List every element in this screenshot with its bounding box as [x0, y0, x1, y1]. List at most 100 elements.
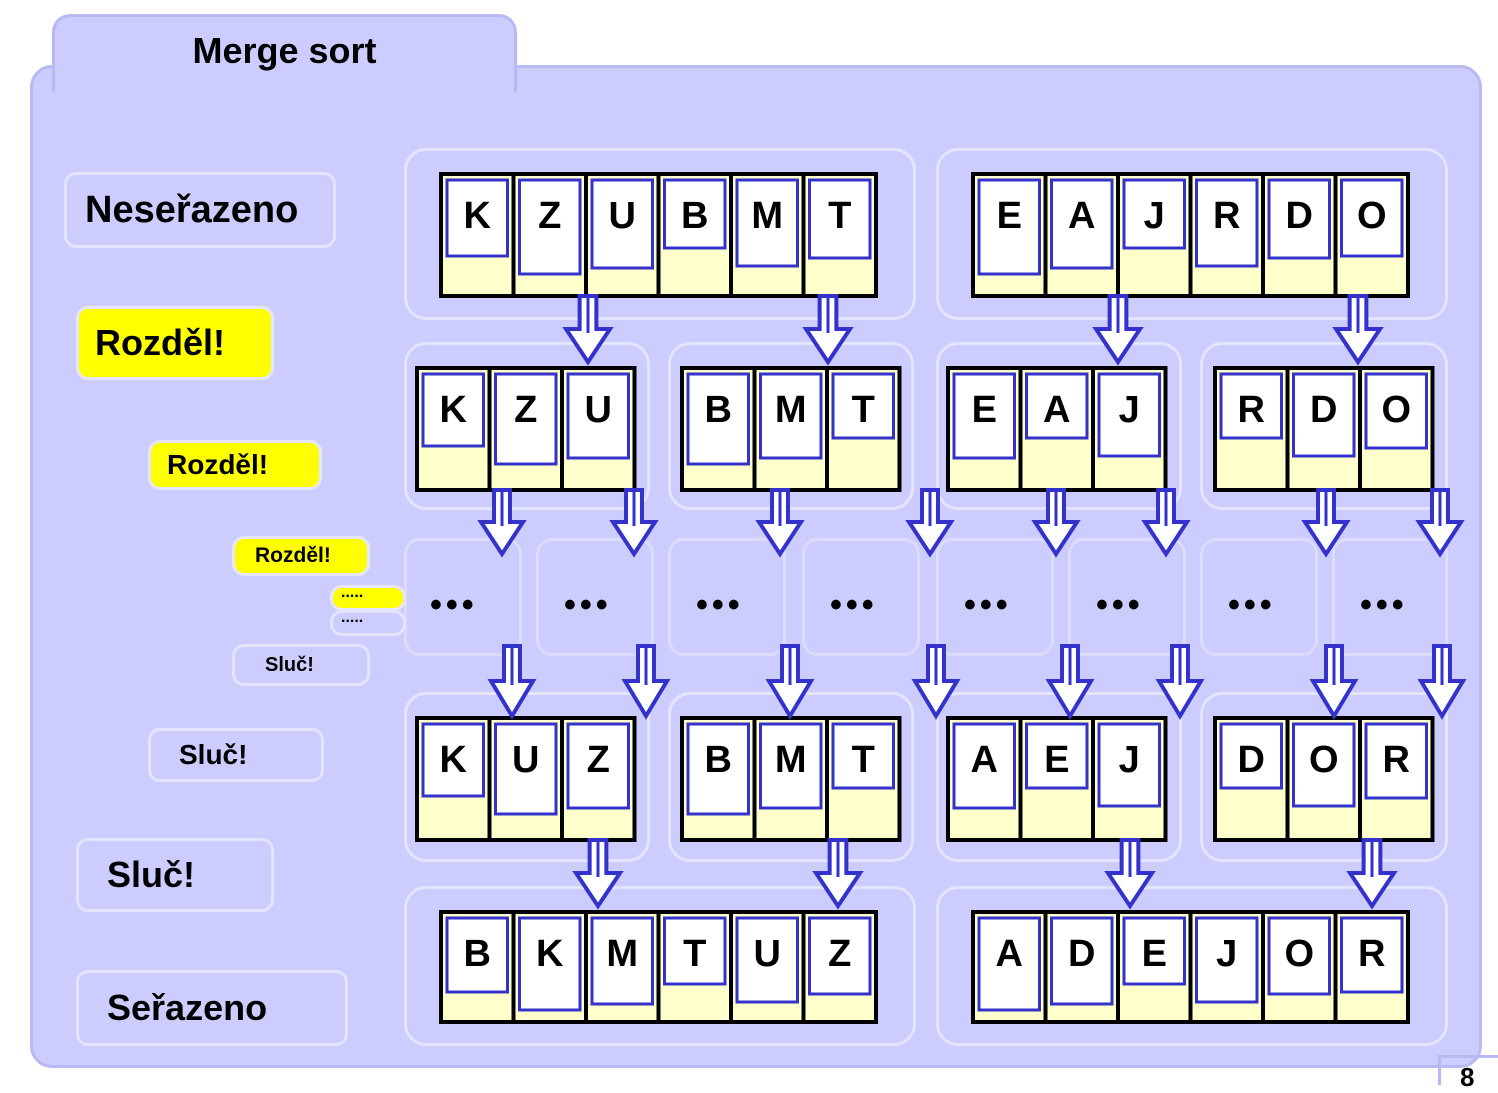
letter-J: J [1144, 195, 1165, 237]
letter-K: K [536, 933, 564, 975]
letter-M: M [775, 739, 807, 781]
letter-card [808, 178, 872, 260]
letter-R: R [1238, 389, 1265, 431]
letter-K: K [440, 389, 468, 431]
label-sorted: Seřazeno [76, 970, 348, 1046]
letter-T: T [683, 933, 706, 975]
label-split-1: Rozděl! [76, 306, 274, 380]
letter-card [1219, 722, 1283, 790]
letter-T: T [852, 389, 875, 431]
letter-B: B [705, 739, 732, 781]
ellipsis-item: ••• [1360, 586, 1408, 624]
ellipsis-item: ••• [1096, 586, 1144, 624]
ellipsis-item: ••• [964, 586, 1012, 624]
group-frame [1332, 538, 1448, 656]
letter-card [1050, 916, 1114, 1006]
letter-A: A [971, 739, 998, 781]
label-sorted-text: Seřazeno [107, 987, 268, 1028]
letter-M: M [751, 195, 783, 237]
letter-card [566, 372, 630, 460]
group-frame [802, 538, 920, 656]
letter-Z: Z [587, 739, 610, 781]
letter-D: D [1068, 933, 1095, 975]
letter-card [977, 916, 1041, 1012]
letter-card [445, 916, 509, 994]
letter-R: R [1213, 195, 1240, 237]
letter-U: U [512, 739, 539, 781]
letter-card [1122, 916, 1186, 986]
letter-D: D [1310, 389, 1337, 431]
label-merge-3-text: Sluč! [265, 653, 314, 676]
group-frame [404, 342, 650, 510]
letter-E: E [1142, 933, 1167, 975]
letter-E: E [997, 195, 1022, 237]
letter-card [1292, 722, 1356, 808]
letter-card [1267, 916, 1331, 996]
letter-T: T [852, 739, 875, 781]
letter-B: B [681, 195, 708, 237]
letter-E: E [1044, 739, 1069, 781]
label-unsorted-text: Neseřazeno [85, 188, 299, 231]
slide-number: 8 [1460, 1062, 1475, 1092]
letter-card [566, 722, 630, 810]
ellipsis-item: ••• [430, 586, 478, 624]
letter-J: J [1119, 389, 1140, 431]
group-frame [404, 886, 916, 1046]
label-merge-3: Sluč! [232, 644, 370, 686]
letter-card [1195, 178, 1259, 268]
letter-card [1050, 178, 1114, 270]
letter-card [494, 372, 558, 466]
title-tab [52, 14, 517, 92]
letter-A: A [996, 933, 1023, 975]
letter-O: O [1381, 389, 1411, 431]
label-split-3-text: Rozděl! [255, 544, 331, 567]
letter-O: O [1357, 195, 1387, 237]
letter-K: K [440, 739, 468, 781]
letter-card [1364, 722, 1428, 800]
group-frame [404, 148, 916, 320]
label-dots-plain-text: ..... [341, 609, 364, 626]
letter-T: T [828, 195, 851, 237]
letter-card [494, 722, 558, 816]
label-split-2: Rozděl! [148, 440, 322, 490]
letter-card [1340, 178, 1404, 258]
letter-card [518, 916, 582, 1012]
label-dots-yellow-text: ..... [341, 584, 364, 601]
letter-U: U [754, 933, 781, 975]
group-frame [1068, 538, 1186, 656]
letter-O: O [1284, 933, 1314, 975]
letter-card [952, 372, 1016, 460]
letter-card [518, 178, 582, 276]
letter-card [445, 178, 509, 258]
ellipsis-item: ••• [1228, 586, 1276, 624]
label-split-1-text: Rozděl! [95, 322, 225, 363]
letter-card [1364, 372, 1428, 450]
label-split-3: Rozděl! [232, 536, 370, 576]
label-merge-2: Sluč! [148, 728, 324, 782]
letter-D: D [1238, 739, 1265, 781]
letter-card [759, 372, 823, 460]
letter-A: A [1043, 389, 1070, 431]
label-split-2-text: Rozděl! [167, 449, 269, 480]
letter-card [421, 722, 485, 798]
ellipsis-item: ••• [696, 586, 744, 624]
label-merge-1: Sluč! [76, 838, 274, 912]
label-unsorted: Neseřazeno [64, 172, 336, 248]
letter-card [686, 722, 750, 816]
group-frame [1200, 538, 1318, 656]
letter-card [977, 178, 1041, 276]
letter-U: U [609, 195, 636, 237]
letter-card [1267, 178, 1331, 260]
letter-card [952, 722, 1016, 810]
letter-B: B [705, 389, 732, 431]
letter-card [1097, 722, 1161, 808]
group-frame [668, 538, 786, 656]
letter-card [590, 178, 654, 270]
group-frame [936, 886, 1448, 1046]
letter-card [686, 372, 750, 466]
letter-M: M [606, 933, 638, 975]
letter-card [1025, 722, 1089, 790]
letter-card [1195, 916, 1259, 1004]
letter-card [663, 916, 727, 986]
letter-J: J [1216, 933, 1237, 975]
